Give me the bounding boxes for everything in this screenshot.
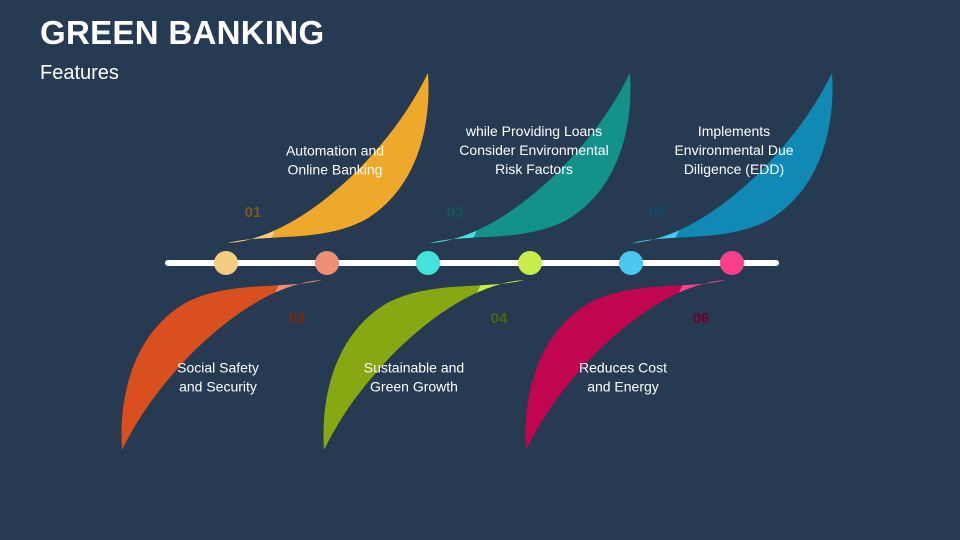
feature-label-line: while Providing Loans bbox=[465, 123, 602, 139]
feature-number: 03 bbox=[447, 204, 464, 221]
leaf-shape bbox=[525, 280, 726, 450]
feature-label-line: Reduces Cost bbox=[579, 360, 667, 376]
feature-label-line: Implements bbox=[698, 123, 770, 139]
leaf-shape bbox=[121, 280, 322, 450]
feature-label-line: and Energy bbox=[587, 379, 659, 395]
page-title: GREEN BANKING bbox=[40, 14, 325, 51]
feature-label-line: Social Safety bbox=[177, 360, 259, 376]
leaf-shape bbox=[323, 280, 524, 450]
feature-label-line: Environmental Due bbox=[674, 142, 793, 158]
feature-label-line: Green Growth bbox=[370, 379, 458, 395]
feature-label-line: Consider Environmental bbox=[459, 142, 608, 158]
timeline-dot-04 bbox=[518, 251, 542, 275]
leaf-accent bbox=[676, 280, 726, 360]
page-subtitle: Features bbox=[40, 62, 119, 84]
timeline-dot-02 bbox=[315, 251, 339, 275]
feature-label-line: and Security bbox=[179, 379, 257, 395]
timeline-dot-03 bbox=[416, 251, 440, 275]
timeline-dot-05 bbox=[619, 251, 643, 275]
timeline-dot-06 bbox=[720, 251, 744, 275]
feature-number: 04 bbox=[491, 310, 508, 327]
feature-number: 05 bbox=[649, 204, 666, 221]
leaf-accent bbox=[228, 163, 278, 243]
feature-number: 06 bbox=[693, 310, 710, 327]
leaf-shape bbox=[632, 73, 833, 243]
feature-number: 02 bbox=[289, 310, 306, 327]
timeline-dot-01 bbox=[214, 251, 238, 275]
leaf-shape bbox=[228, 73, 429, 243]
feature-number: 01 bbox=[245, 204, 262, 221]
feature-label-line: Automation and bbox=[286, 143, 384, 159]
feature-label-line: Diligence (EDD) bbox=[684, 161, 784, 177]
feature-label-line: Sustainable and bbox=[364, 360, 464, 376]
feature-label-line: Risk Factors bbox=[495, 161, 573, 177]
leaf-shape bbox=[430, 73, 631, 243]
feature-label-line: Online Banking bbox=[288, 162, 383, 178]
